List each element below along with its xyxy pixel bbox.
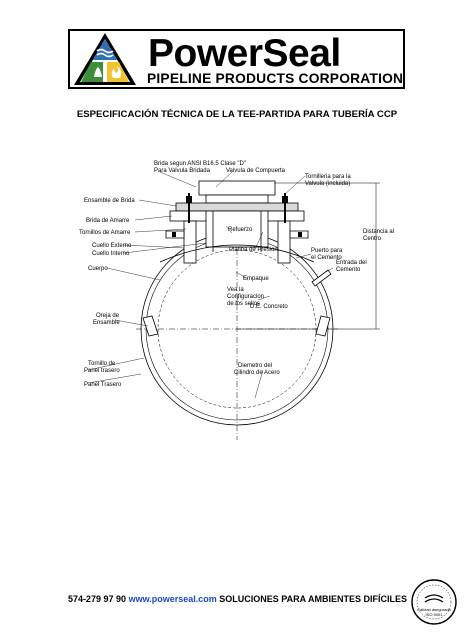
label-brida-ansi: Brida segun ANSI B16.5 Clase "D" bbox=[154, 161, 246, 167]
label-tornillo-panel: Tornillo de bbox=[88, 361, 116, 367]
label-oreja-ensamble-2: Ensamble bbox=[93, 320, 120, 326]
label-distancia-centro: Distancia al bbox=[363, 229, 394, 235]
label-distancia-centro-2: Centro bbox=[363, 236, 382, 242]
brand-name: PowerSeal bbox=[148, 32, 341, 75]
label-entrada-cemento: Entrada del bbox=[336, 260, 367, 266]
label-puerto-cemento-2: el Cemento bbox=[311, 255, 342, 261]
label-tornilleria: Tornilleria para la bbox=[305, 174, 351, 180]
seal-text-2: ISO 9001 bbox=[426, 612, 444, 617]
label-cuello-interno: Cuello Interno bbox=[92, 251, 130, 257]
label-brida-ansi-2: Para Valvula Bridada bbox=[154, 168, 211, 174]
label-panel-trasero: Panel Trasero bbox=[84, 382, 122, 388]
label-tornillos-amarre: Tornillos de Amarre bbox=[79, 230, 131, 236]
label-entrada-cemento-2: Cemento bbox=[336, 267, 361, 273]
label-empaque: Empaque bbox=[243, 276, 269, 282]
label-platina-presion: Platina de Presion bbox=[229, 247, 278, 253]
document-title: ESPECIFICACIÓN TÉCNICA DE LA TEE-PARTIDA… bbox=[76, 109, 398, 120]
footer-website-link[interactable]: www.powerseal.com bbox=[128, 594, 217, 604]
seal-text-1: Calidad asegurada bbox=[417, 607, 451, 612]
label-puerto-cemento: Puerto para bbox=[311, 248, 343, 254]
label-diametro-cilindro: Diemetro del bbox=[238, 363, 272, 369]
label-ensamble-brida: Ensamble de Brida bbox=[84, 198, 135, 204]
label-valvula-compuerta: Valvula de Compuerta bbox=[226, 168, 286, 174]
label-oreja-ensamble: Oreja de bbox=[96, 313, 120, 319]
footer-phone: 574-279 97 90 bbox=[68, 594, 127, 604]
label-brida-amarre: Brida de Amarre bbox=[86, 218, 130, 224]
label-cuerpo: Cuerpo bbox=[88, 266, 108, 272]
footer-slogan: SOLUCIONES PARA AMBIENTES DIFÍCILES bbox=[219, 594, 407, 604]
label-vea-3: de los sellos bbox=[227, 301, 260, 307]
brand-subtitle: PIPELINE PRODUCTS CORPORATION bbox=[147, 71, 404, 86]
label-tornillo-panel-2: Panel trasero bbox=[84, 368, 120, 374]
quality-seal-icon: Calidad asegurada ISO 9001 bbox=[411, 579, 457, 625]
label-de-concreto: D.E. Concreto bbox=[250, 304, 288, 310]
label-vea: Vea la bbox=[227, 287, 244, 293]
label-vea-2: Configuracion bbox=[227, 294, 264, 300]
label-diametro-cilindro-2: Cilindro de Acero bbox=[234, 370, 280, 376]
label-cuello-externo: Cuello Externo bbox=[92, 243, 132, 249]
powerseal-logo-icon bbox=[74, 33, 136, 85]
label-tornilleria-2: Valvula (incluida) bbox=[305, 181, 350, 187]
footer: 574-279 97 90 www.powerseal.com SOLUCION… bbox=[68, 594, 407, 604]
label-refuerzo: Refuerzo bbox=[228, 227, 253, 233]
